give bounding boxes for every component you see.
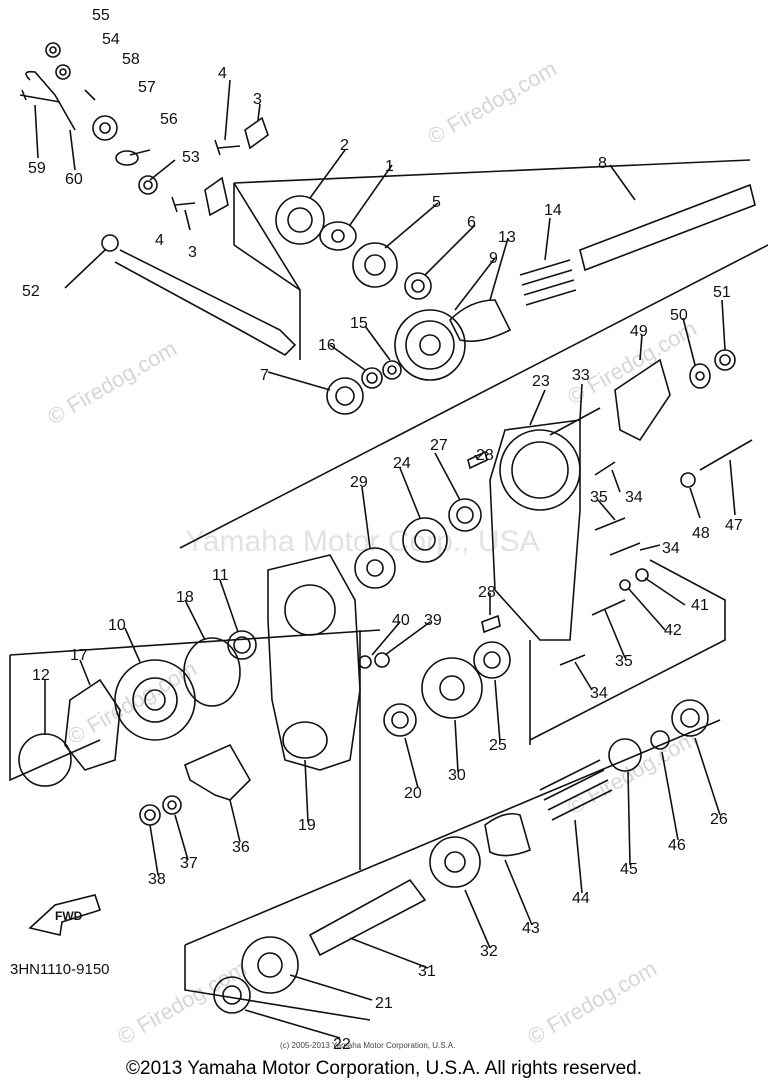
part-label-12: 12 bbox=[32, 667, 50, 684]
part-label-51: 51 bbox=[713, 284, 731, 301]
part-label-22: 22 bbox=[333, 1036, 351, 1053]
part-label-45: 45 bbox=[620, 861, 638, 878]
part-label-28: 28 bbox=[478, 584, 496, 601]
part-label-20: 20 bbox=[404, 785, 422, 802]
part-label-30: 30 bbox=[448, 767, 466, 784]
small-copyright: (c) 2005-2013 Yamaha Motor Corporation, … bbox=[280, 1041, 455, 1050]
part-label-59: 59 bbox=[28, 160, 46, 177]
part-label-26: 26 bbox=[710, 811, 728, 828]
part-label-47: 47 bbox=[725, 517, 743, 534]
diagram-code: 3HN1110-9150 bbox=[10, 961, 110, 978]
part-label-60: 60 bbox=[65, 171, 83, 188]
part-label-43: 43 bbox=[522, 920, 540, 937]
part-label-13: 13 bbox=[498, 229, 516, 246]
part-label-9: 9 bbox=[489, 250, 498, 267]
part-label-50: 50 bbox=[670, 307, 688, 324]
part-label-8: 8 bbox=[598, 155, 607, 172]
part-label-25: 25 bbox=[489, 737, 507, 754]
part-label-55: 55 bbox=[92, 7, 110, 24]
part-label-16: 16 bbox=[318, 337, 336, 354]
part-label-7: 7 bbox=[260, 367, 269, 384]
part-label-28: 28 bbox=[476, 447, 494, 464]
part-label-6: 6 bbox=[467, 214, 476, 231]
part-label-27: 27 bbox=[430, 437, 448, 454]
bracket-line bbox=[233, 182, 301, 360]
part-label-39: 39 bbox=[424, 612, 442, 629]
part-label-33: 33 bbox=[572, 367, 590, 384]
part-label-15: 15 bbox=[350, 315, 368, 332]
part-label-52: 52 bbox=[22, 283, 40, 300]
fwd-arrow-icon: FWD bbox=[28, 894, 102, 936]
part-label-49: 49 bbox=[630, 323, 648, 340]
part-label-35: 35 bbox=[615, 653, 633, 670]
part-label-35: 35 bbox=[590, 489, 608, 506]
part-label-3: 3 bbox=[188, 244, 197, 261]
part-label-44: 44 bbox=[572, 890, 590, 907]
part-label-1: 1 bbox=[385, 158, 394, 175]
part-label-24: 24 bbox=[393, 455, 411, 472]
part-label-38: 38 bbox=[148, 871, 166, 888]
part-label-54: 54 bbox=[102, 31, 120, 48]
part-label-19: 19 bbox=[298, 817, 316, 834]
part-label-46: 46 bbox=[668, 837, 686, 854]
part-label-21: 21 bbox=[375, 995, 393, 1012]
part-label-56: 56 bbox=[160, 111, 178, 128]
part-label-18: 18 bbox=[176, 589, 194, 606]
part-label-2: 2 bbox=[340, 137, 349, 154]
part-label-34: 34 bbox=[662, 540, 680, 557]
part-label-14: 14 bbox=[544, 202, 562, 219]
part-label-48: 48 bbox=[692, 525, 710, 542]
footer-copyright: ©2013 Yamaha Motor Corporation, U.S.A. A… bbox=[126, 1058, 642, 1079]
part-label-11: 11 bbox=[212, 567, 229, 584]
part-label-34: 34 bbox=[590, 685, 608, 702]
part-label-31: 31 bbox=[418, 963, 436, 980]
part-label-53: 53 bbox=[182, 149, 200, 166]
part-label-23: 23 bbox=[532, 373, 550, 390]
part-label-57: 57 bbox=[138, 79, 156, 96]
part-label-36: 36 bbox=[232, 839, 250, 856]
part-label-17: 17 bbox=[70, 647, 88, 664]
part-label-32: 32 bbox=[480, 943, 498, 960]
part-label-5: 5 bbox=[432, 194, 441, 211]
part-label-29: 29 bbox=[350, 474, 368, 491]
part-label-4: 4 bbox=[155, 232, 164, 249]
part-label-42: 42 bbox=[664, 622, 682, 639]
part-label-41: 41 bbox=[691, 597, 709, 614]
part-label-37: 37 bbox=[180, 855, 198, 872]
part-label-40: 40 bbox=[392, 612, 410, 629]
part-label-3: 3 bbox=[253, 91, 262, 108]
part-label-10: 10 bbox=[108, 617, 126, 634]
part-label-34: 34 bbox=[625, 489, 643, 506]
part-label-58: 58 bbox=[122, 51, 140, 68]
part-label-4: 4 bbox=[218, 65, 227, 82]
fwd-label: FWD bbox=[55, 909, 83, 923]
